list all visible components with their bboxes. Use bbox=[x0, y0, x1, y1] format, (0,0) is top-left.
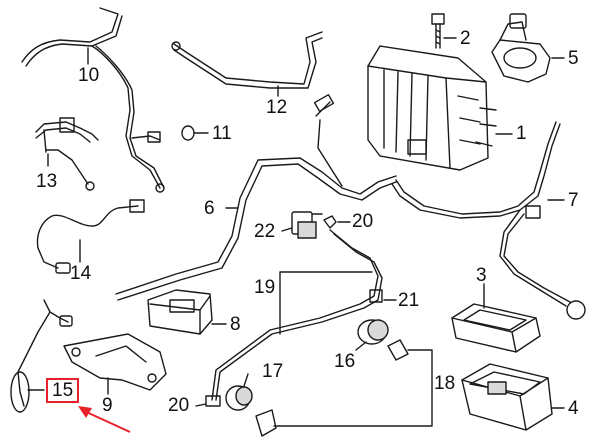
callout-16: 16 bbox=[334, 351, 356, 372]
part-12-hose bbox=[171, 31, 323, 89]
part-1-canister bbox=[367, 45, 497, 171]
leader-17 bbox=[243, 373, 249, 387]
part-15-sensor bbox=[10, 299, 73, 413]
leader-19 bbox=[279, 271, 373, 335]
callout-7: 7 bbox=[568, 190, 579, 211]
callout-11: 11 bbox=[212, 123, 232, 144]
callout-1: 1 bbox=[516, 123, 527, 144]
part-8-module bbox=[147, 289, 213, 335]
part-20a-fitting bbox=[323, 215, 337, 229]
leader-16 bbox=[355, 341, 367, 351]
part-2-bolt bbox=[431, 13, 445, 49]
callout-14: 14 bbox=[70, 263, 92, 284]
callout-4: 4 bbox=[568, 398, 579, 419]
leader-18 bbox=[273, 349, 433, 427]
part-17-isolator bbox=[225, 385, 277, 437]
part-13-hose bbox=[35, 117, 99, 191]
callout-3: 3 bbox=[476, 265, 487, 286]
leader-22 bbox=[281, 227, 293, 232]
callout-20-upper: 20 bbox=[352, 211, 374, 232]
part-11-oring bbox=[181, 125, 195, 141]
callout-12: 12 bbox=[266, 97, 288, 118]
part-3-filter bbox=[451, 303, 541, 353]
callout-18: 18 bbox=[434, 373, 456, 394]
callout-20-lower: 20 bbox=[168, 395, 190, 416]
part-9-bracket bbox=[63, 333, 167, 391]
part-4-housing bbox=[461, 363, 553, 431]
callout-13: 13 bbox=[36, 171, 58, 192]
callout-9: 9 bbox=[102, 395, 113, 416]
callout-5: 5 bbox=[568, 48, 579, 69]
callout-15: 15 bbox=[46, 378, 80, 403]
part-10-hose bbox=[21, 7, 165, 193]
callout-22: 22 bbox=[254, 221, 276, 242]
callout-6: 6 bbox=[204, 198, 215, 219]
part-16-isolator bbox=[357, 319, 409, 361]
leader-20b bbox=[195, 403, 207, 407]
callout-19: 19 bbox=[254, 277, 276, 298]
callout-8: 8 bbox=[230, 314, 241, 335]
callout-10: 10 bbox=[78, 65, 100, 86]
part-6-tube bbox=[115, 93, 397, 301]
highlight-arrow bbox=[78, 406, 131, 433]
part-5-valve bbox=[491, 13, 551, 83]
part-22-valve bbox=[291, 211, 323, 239]
part-19-hose bbox=[205, 229, 383, 407]
part-14-sensor bbox=[36, 199, 145, 274]
part-7-tube bbox=[391, 121, 586, 320]
callout-17: 17 bbox=[262, 361, 284, 382]
callout-2: 2 bbox=[460, 28, 471, 49]
callout-21: 21 bbox=[398, 290, 420, 311]
